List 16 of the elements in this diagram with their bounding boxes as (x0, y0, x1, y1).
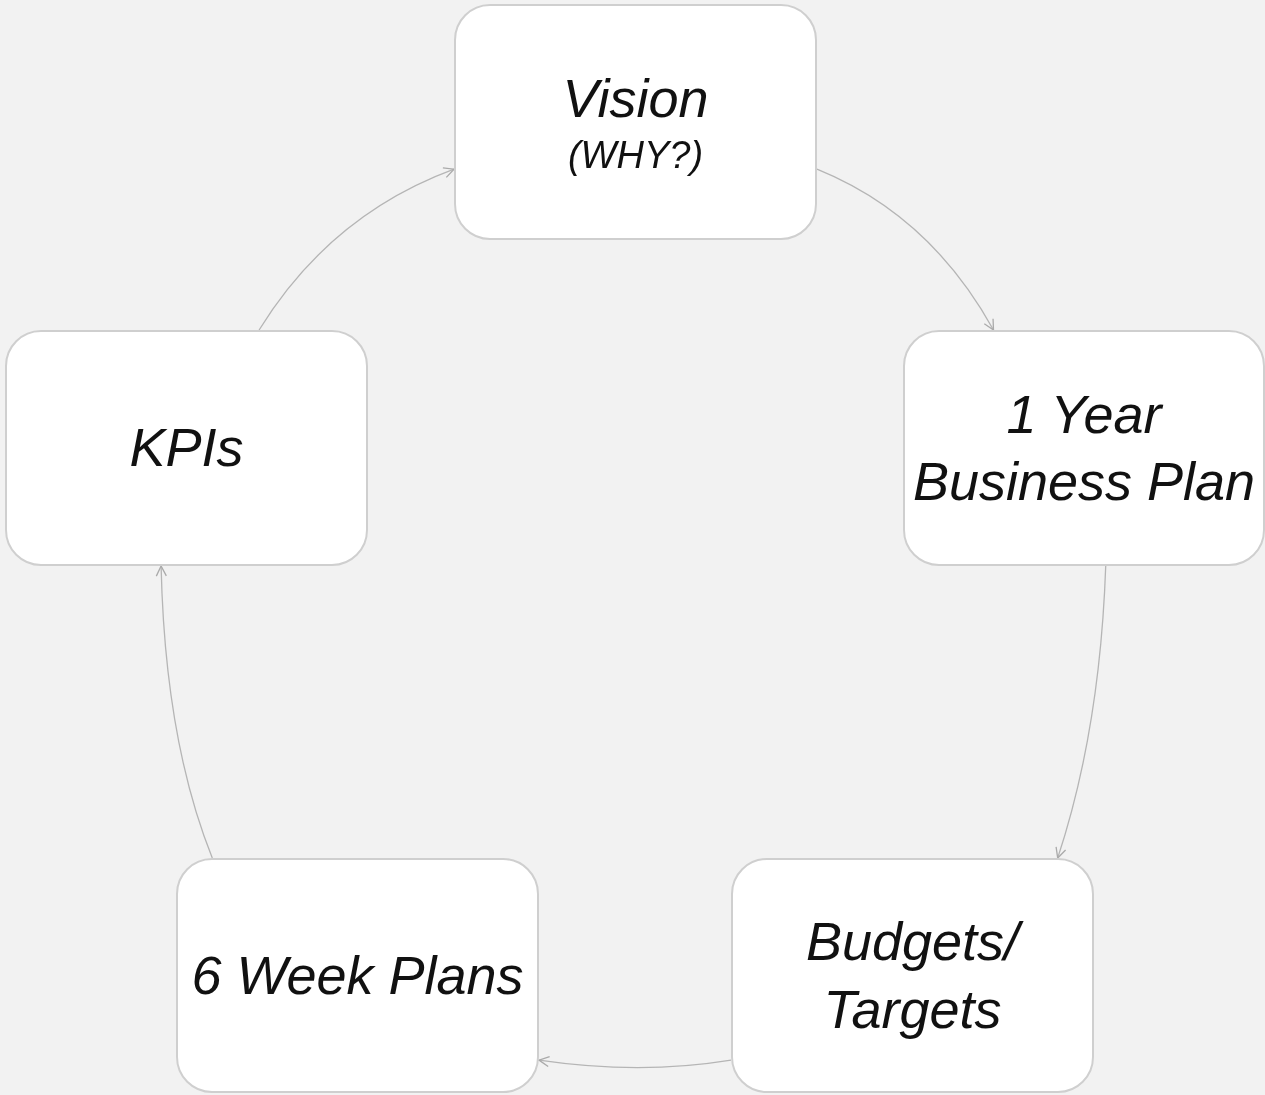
node-label: 6 Week Plans (191, 943, 524, 1007)
curved-arrow (1055, 565, 1107, 859)
process-box (5, 330, 368, 566)
node-label: Vision (562, 66, 709, 130)
process-box (176, 858, 539, 1093)
process-box (731, 858, 1094, 1093)
node-label: Budgets/ Targets (733, 908, 1092, 1043)
node-sublabel: (WHY?) (567, 133, 704, 178)
process-box (903, 330, 1265, 566)
curved-arrow (258, 167, 455, 331)
process-box (454, 4, 817, 240)
curved-arrow (816, 168, 995, 331)
node-label: KPIs (129, 416, 244, 480)
curved-arrow (538, 1055, 732, 1069)
node-label: 1 Year Business Plan (911, 382, 1257, 513)
curved-arrow (155, 565, 213, 859)
